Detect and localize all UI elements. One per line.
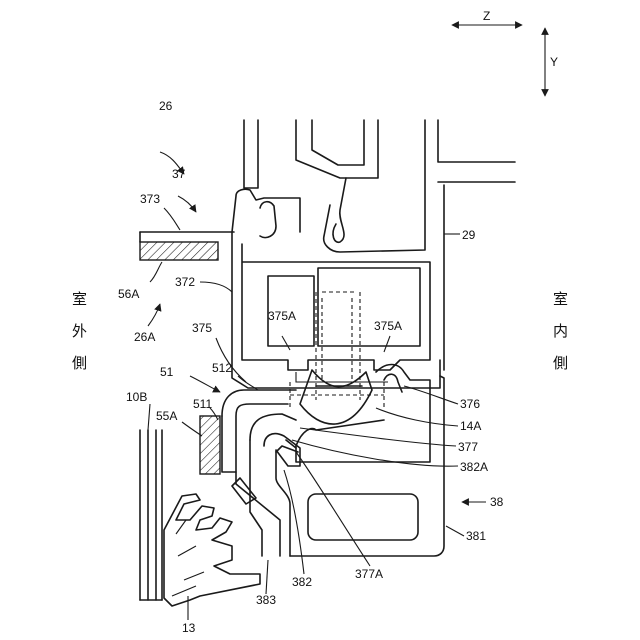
label-29: 29 — [462, 228, 476, 242]
sash-member-26 — [140, 232, 234, 260]
label-13: 13 — [182, 621, 196, 635]
label-14A: 14A — [460, 419, 481, 433]
label-382: 382 — [292, 575, 312, 589]
label-10B: 10B — [126, 390, 147, 404]
outdoor-side-label: 室 外 側 — [72, 290, 87, 372]
label-376: 376 — [460, 397, 480, 411]
label-372: 372 — [175, 275, 195, 289]
label-37: 37 — [172, 167, 186, 181]
frame-member-38 — [290, 365, 444, 557]
hatched-block-55A — [200, 416, 220, 474]
label-26A: 26A — [134, 330, 155, 344]
y-axis-label: Y — [550, 55, 558, 69]
label-375A-left: 375A — [268, 309, 296, 323]
label-377: 377 — [458, 440, 478, 454]
frame-member-29 — [232, 120, 515, 388]
hatched-block-56A — [140, 242, 218, 260]
label-51: 51 — [160, 365, 174, 379]
reference-labels: 26 37 373 56A 372 26A 375 375A 375A 51 5… — [118, 99, 504, 635]
label-511: 511 — [193, 397, 212, 411]
indoor-side-label: 室 内 側 — [553, 290, 568, 372]
label-375: 375 — [192, 321, 212, 335]
label-381: 381 — [466, 529, 486, 543]
label-56A: 56A — [118, 287, 139, 301]
indoor-char-2: 内 — [553, 322, 568, 340]
outdoor-char-3: 側 — [72, 354, 87, 372]
label-377A: 377A — [355, 567, 383, 581]
outdoor-char-2: 外 — [72, 322, 87, 340]
label-382A: 382A — [460, 460, 488, 474]
label-26: 26 — [159, 99, 173, 113]
connector-14A — [290, 292, 388, 424]
glass-pane-10B — [140, 430, 162, 600]
gasket-13 — [164, 494, 260, 606]
z-axis-label: Z — [483, 9, 490, 23]
label-512: 512 — [212, 361, 232, 375]
indoor-char-3: 側 — [553, 354, 568, 372]
label-375A-right: 375A — [374, 319, 402, 333]
label-55A: 55A — [156, 409, 177, 423]
axis-indicator: Z Y — [452, 9, 558, 96]
indoor-char-1: 室 — [553, 290, 568, 308]
label-373: 373 — [140, 192, 160, 206]
label-38: 38 — [490, 495, 504, 509]
label-383: 383 — [256, 593, 276, 607]
outdoor-char-1: 室 — [72, 290, 87, 308]
